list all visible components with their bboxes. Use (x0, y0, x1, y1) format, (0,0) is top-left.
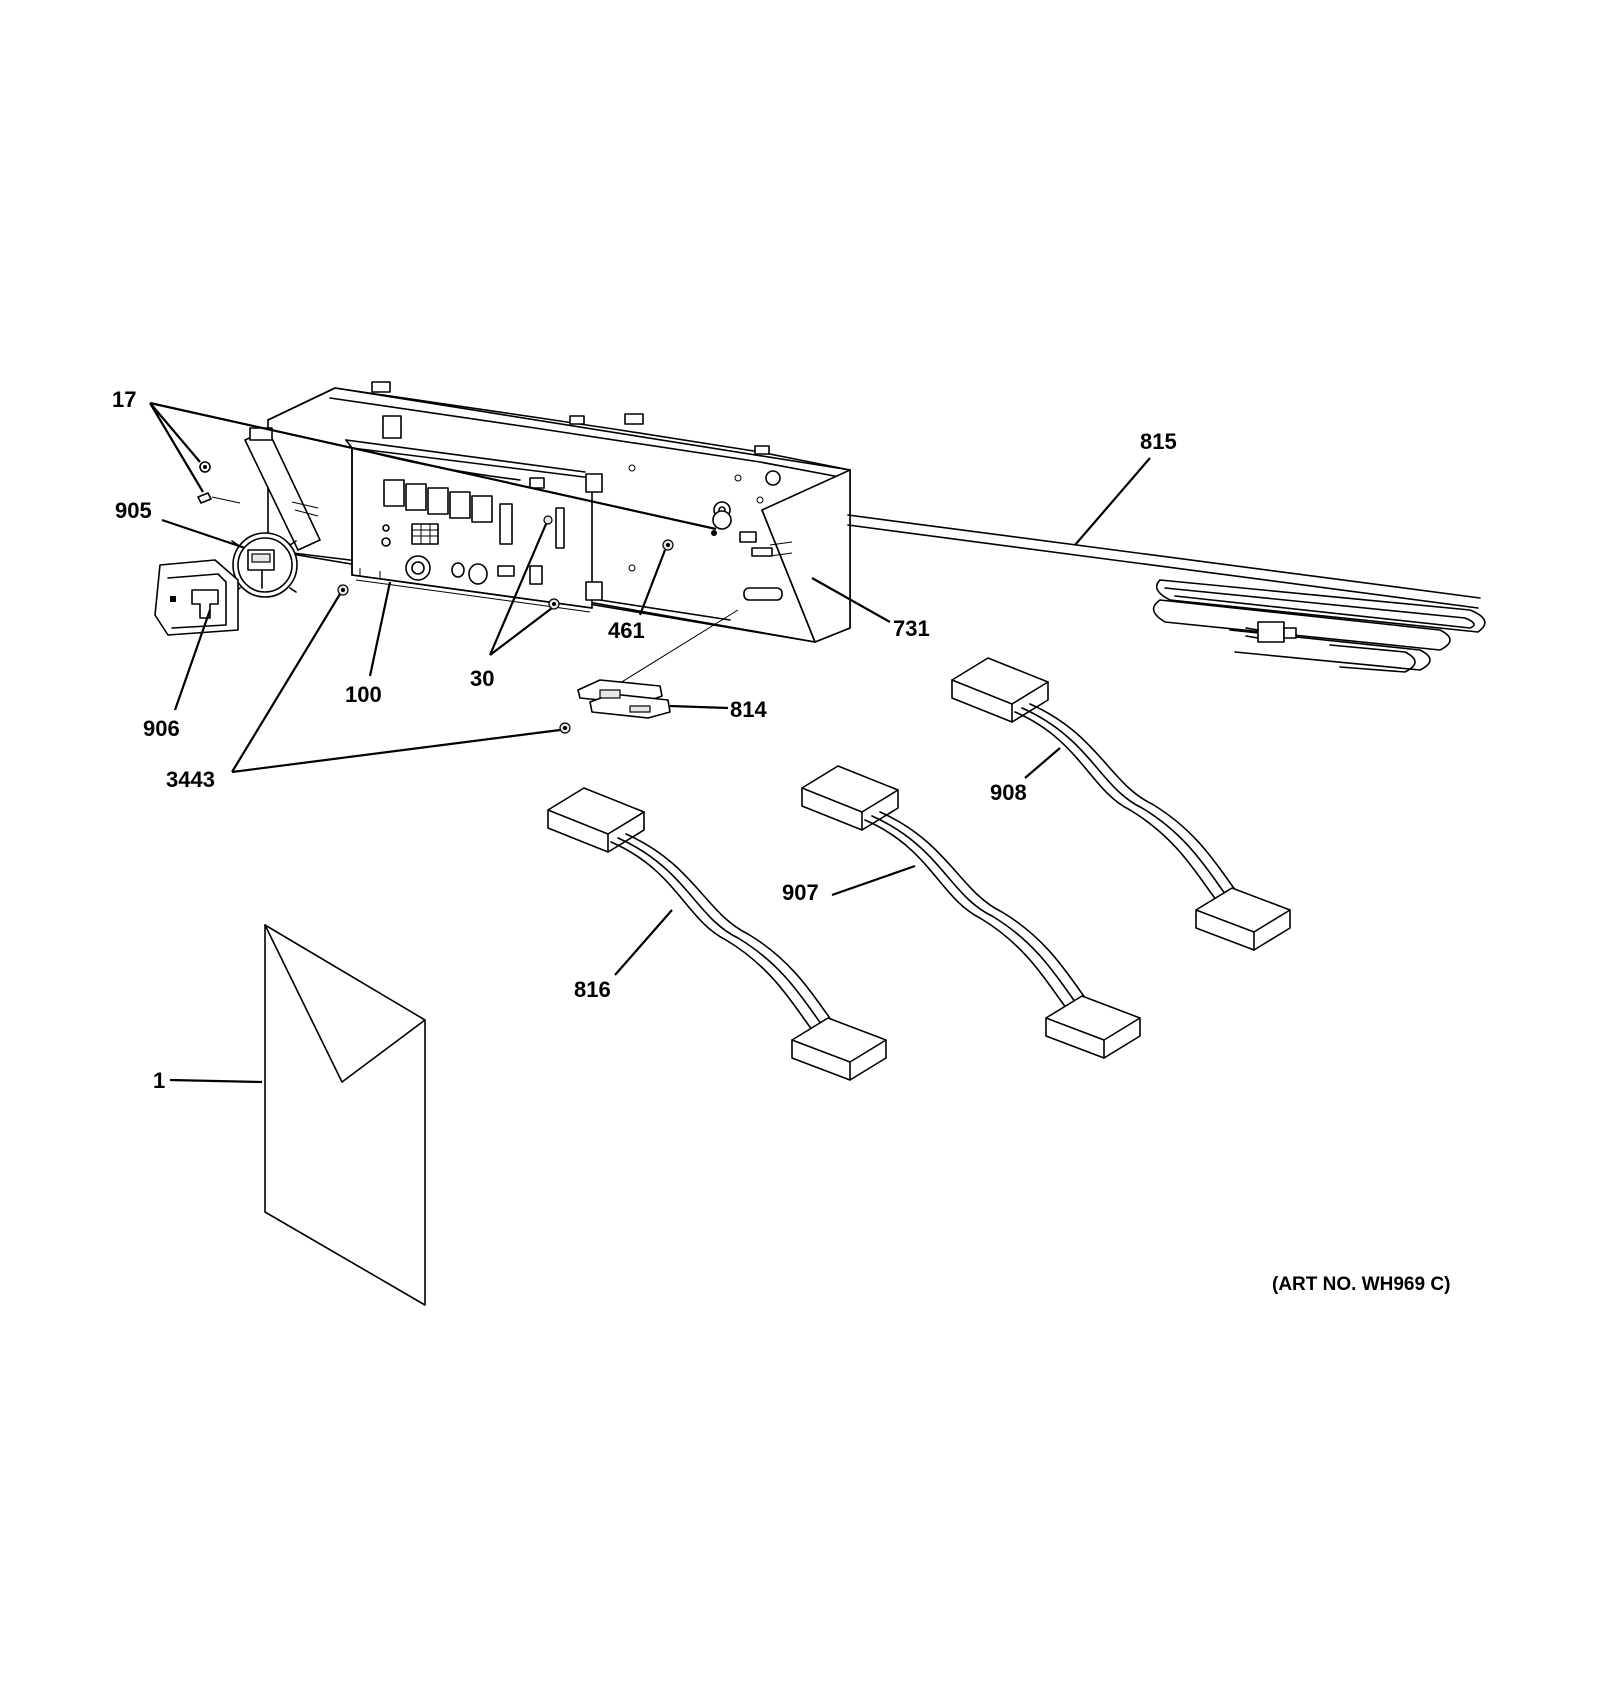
art-number: (ART NO. WH969 C) (1272, 1274, 1450, 1295)
wire-harness-816 (547, 787, 887, 1081)
callout-816: 816 (574, 977, 611, 1002)
callout-815: 815 (1140, 429, 1177, 454)
callout-labels: 17 905 906 100 3443 30 461 731 814 815 9… (112, 387, 1450, 1295)
callout-814: 814 (730, 697, 767, 722)
leader-lines (149, 401, 1151, 1084)
callout-1: 1 (153, 1068, 165, 1093)
callout-461: 461 (608, 618, 645, 643)
callout-906: 906 (143, 716, 180, 741)
callout-905: 905 (115, 498, 152, 523)
callout-907: 907 (782, 880, 819, 905)
callout-100: 100 (345, 682, 382, 707)
wire-harness-907 (801, 765, 1141, 1059)
callout-17: 17 (112, 387, 136, 412)
connector-clip (577, 609, 739, 719)
heating-element (847, 514, 1486, 673)
callout-3443: 3443 (166, 767, 215, 792)
screws (337, 510, 732, 734)
literature-envelope (264, 924, 426, 1306)
selector-switch (231, 532, 298, 598)
left-bracket (197, 427, 321, 551)
callout-30: 30 (470, 666, 494, 691)
callout-908: 908 (990, 780, 1027, 805)
wire-harness-908 (951, 657, 1291, 951)
switch-bezel (154, 559, 239, 636)
callout-731: 731 (893, 616, 930, 641)
